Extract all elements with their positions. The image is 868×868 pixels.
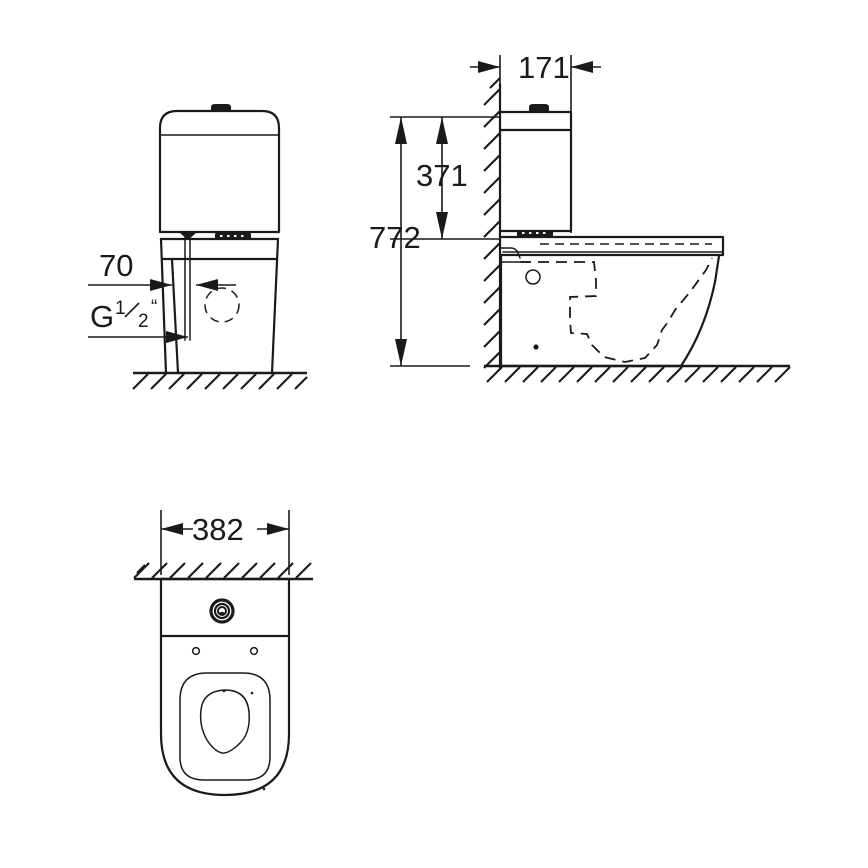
wall-hatching-plan [133, 562, 312, 579]
floor-hatching-side [486, 366, 791, 383]
dimension-g-unit-mark: “ [151, 297, 157, 318]
cistern-side-fixing-dots [522, 232, 546, 234]
toilet-seat-slab [499, 235, 725, 257]
seat-fixing-hole-left [191, 646, 201, 656]
cistern-left-bracket [180, 233, 196, 240]
bowl-water-spot [199, 689, 251, 754]
dimension-70-label: 70 [99, 248, 133, 283]
flush-button-side [529, 104, 549, 112]
cistern-front-outline [158, 109, 281, 234]
cistern-fixing-dots [220, 235, 244, 237]
view-front-elevation: 70 G 1 2 “ [88, 104, 308, 390]
pan-outlet-circle [525, 269, 541, 285]
dimension-171-label: 171 [518, 50, 570, 85]
dimension-371-label: 371 [416, 158, 468, 193]
bowl-rim-plan [179, 672, 271, 781]
trapway-hidden-profile [520, 257, 713, 363]
cistern-fixing-strip [215, 233, 251, 239]
pan-pedestal-front [159, 237, 280, 375]
pan-wall-notch [500, 247, 521, 259]
pan-plan-outline [159, 634, 291, 797]
outlet-marker-dashed-circle [204, 287, 240, 323]
flush-button-front [211, 104, 231, 111]
wall-hatching [483, 77, 501, 369]
pan-pedestal-left-inner [170, 257, 180, 375]
bowl-mark-bottom [262, 787, 266, 791]
dimension-70: 70 [88, 248, 236, 291]
dimension-g-label: G [90, 299, 114, 334]
view-side-elevation: 171 371 772 [369, 50, 791, 383]
dimension-382-label: 382 [192, 512, 244, 547]
dimension-772-label: 772 [369, 220, 421, 255]
bowl-mark-right [250, 691, 254, 695]
pan-fixing-dot [533, 344, 539, 350]
seat-fixing-hole-right [249, 646, 259, 656]
view-plan: 382 [133, 510, 313, 797]
bowl-mark-top [222, 689, 226, 693]
dimension-g-half: G 1 2 “ [88, 297, 188, 343]
dimension-772: 772 [369, 117, 470, 367]
cistern-side-fixing-strip [517, 230, 553, 237]
dimension-g-denominator: 2 [138, 311, 149, 332]
dimension-382: 382 [160, 510, 290, 575]
floor-hatching-front [132, 373, 308, 390]
dimension-171: 171 [470, 50, 601, 233]
dimension-g-numerator: 1 [115, 298, 126, 319]
dimension-371: 371 [390, 116, 500, 240]
flush-button-plan [209, 598, 235, 624]
cistern-plan-rect [159, 577, 291, 638]
